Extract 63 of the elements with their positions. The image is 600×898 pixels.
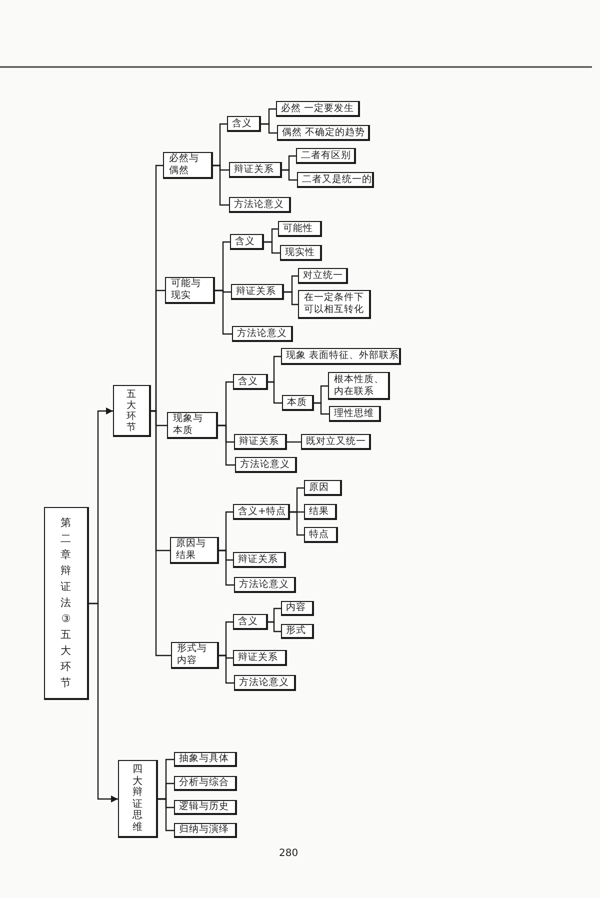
topic-box: 偶然 不确定的趋势: [277, 125, 370, 141]
topic-box: 现象 表面特征、外部联系: [281, 348, 401, 365]
topic-box: 辩证关系: [229, 162, 282, 178]
topic-box: 本质: [282, 395, 314, 411]
topic-box: 形式: [281, 624, 314, 639]
topic-box: 内容: [281, 601, 314, 616]
topic-box: 形式与内容: [171, 642, 219, 669]
connector-line: [219, 550, 234, 586]
topic-box: 辩证关系: [233, 650, 287, 666]
connector-line: [264, 241, 280, 254]
topic-box: 五大环节: [113, 385, 151, 437]
topic-box: 方法论意义: [234, 675, 296, 691]
topic-box: 含义+特点: [233, 504, 290, 520]
connector-line: [151, 410, 171, 656]
topic-box: 现象与本质: [167, 412, 218, 439]
topic-box: 含义: [227, 116, 261, 132]
topic-box: 可能性: [278, 221, 322, 237]
topic-box: 方法论意义: [234, 577, 296, 593]
connector-line: [158, 798, 174, 832]
topic-box: 方法论意义: [235, 457, 297, 473]
topic-box: 原因与结果: [170, 537, 219, 564]
topic-box: 辩证关系: [234, 434, 287, 450]
topic-box: 方法论意义: [232, 326, 293, 342]
page-number: 280: [279, 848, 298, 860]
topic-box: 含义: [233, 374, 268, 390]
topic-box: 可能与现实: [165, 277, 215, 304]
connector-line: [219, 654, 234, 684]
connector-line: [268, 621, 281, 632]
topic-box: 辩证关系: [233, 552, 286, 568]
topic-box: 抽象与具体: [174, 752, 237, 767]
connector-line: [290, 511, 304, 536]
topic-box: 方法论意义: [229, 197, 291, 213]
topic-box: 现实性: [280, 245, 322, 261]
topic-box: 归纳与演绎: [174, 823, 237, 838]
topic-box: 含义: [233, 614, 268, 630]
connector-line: [268, 381, 282, 404]
topic-box: 二者又是统一的: [297, 172, 374, 188]
topic-box: 含义: [230, 234, 264, 250]
topic-box: 既对立又统一: [301, 434, 371, 450]
topic-box: 逻辑与历史: [174, 800, 237, 815]
topic-box: 理性思维: [329, 406, 381, 422]
connector-line: [284, 291, 298, 306]
topic-box: 四大辩证思维: [118, 760, 158, 838]
topic-box: 二者有区别: [296, 148, 356, 164]
topic-box: 第二章辩证法③五大环节: [44, 507, 89, 700]
topic-box: 根本性质、内在联系: [328, 372, 390, 400]
topic-box: 辩证关系: [231, 284, 284, 300]
connector-line: [282, 169, 297, 181]
topic-box: 结果: [304, 504, 337, 520]
connector-line: [287, 441, 301, 443]
connector-line: [218, 424, 235, 466]
connector-line: [314, 402, 329, 415]
topic-box: 原因: [304, 480, 342, 496]
arrow: [89, 602, 118, 802]
topic-box: 特点: [304, 527, 338, 543]
topic-box: 必然 一定要发生: [276, 101, 360, 117]
topic-box: 在一定条件下可以相互转化: [298, 290, 371, 319]
connector-line: [213, 164, 229, 206]
connector-line: [261, 123, 277, 134]
topic-box: 必然与偶然: [163, 152, 213, 179]
connector-line: [215, 290, 232, 335]
topic-box: 分析与综合: [174, 776, 237, 791]
topic-box: 对立统一: [298, 268, 348, 284]
